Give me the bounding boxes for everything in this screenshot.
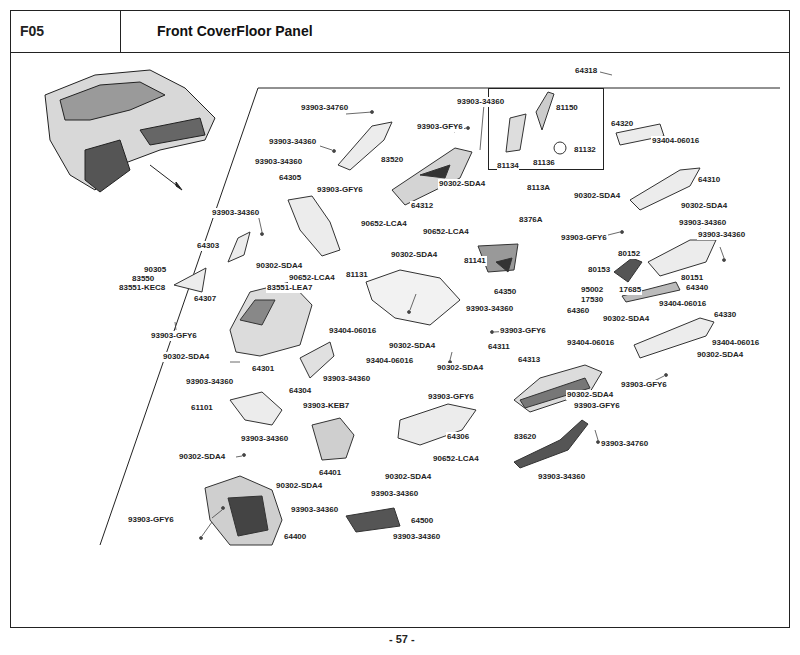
part-number: 90652-LCA4 xyxy=(288,273,336,283)
part-number: 64330 xyxy=(713,310,737,320)
part-number: 93903-GFY6 xyxy=(127,515,175,525)
part-number: 64305 xyxy=(278,173,302,183)
part-number: 90652-LCA4 xyxy=(432,454,480,464)
part-number: 90302-SDA4 xyxy=(255,261,303,271)
view-frame xyxy=(100,88,780,545)
part-number: 93404-06016 xyxy=(365,356,414,366)
section-code-box: F05 xyxy=(10,10,120,52)
part-number: 93903-GFY6 xyxy=(427,392,475,402)
part-number: 93903-34360 xyxy=(678,218,727,228)
part-number: 64500 xyxy=(410,516,434,526)
part-number: 90302-SDA4 xyxy=(696,350,744,360)
part-number: 61101 xyxy=(190,403,214,413)
part-number: 64340 xyxy=(685,283,709,293)
part-number: 64350 xyxy=(493,287,517,297)
part-number: 83551-LEA7 xyxy=(266,283,313,293)
part-number: 64360 xyxy=(566,306,590,316)
part-number: 90302-SDA4 xyxy=(680,201,728,211)
part-number: 93903-34360 xyxy=(290,505,339,515)
part-number: 64301 xyxy=(251,364,275,374)
part-number: 64320 xyxy=(610,119,634,129)
part-number: 90302-SDA4 xyxy=(436,363,484,373)
part-number: 90302-SDA4 xyxy=(388,341,436,351)
part-number: 90302-SDA4 xyxy=(162,352,210,362)
part-number: 93903-GFY6 xyxy=(620,380,668,390)
part-number: 90302-SDA4 xyxy=(573,191,621,201)
part-number: 64318 xyxy=(574,66,598,76)
part-number: 83551-KEC8 xyxy=(118,283,166,293)
part-number: 93903-34360 xyxy=(240,434,289,444)
part-number: 90302-SDA4 xyxy=(566,390,614,400)
part-number: 64310 xyxy=(697,175,721,185)
part-number: 81131 xyxy=(345,270,369,280)
part-number: 90302-SDA4 xyxy=(602,314,650,324)
part-number: 93903-34360 xyxy=(254,157,303,167)
part-number: 80153 xyxy=(587,265,611,275)
part-number: 93903-34360 xyxy=(456,97,505,107)
part-number: 93903-GFY6 xyxy=(560,233,608,243)
part-number: 93903-34360 xyxy=(322,374,371,384)
part-number: 93404-06016 xyxy=(328,326,377,336)
part-number: 93903-34360 xyxy=(211,208,260,218)
part-number: 93903-GFY6 xyxy=(316,185,364,195)
section-code: F05 xyxy=(20,23,44,39)
assembly-group-box: 811508113481136811328113A xyxy=(488,88,604,170)
part-number: 80151 xyxy=(680,273,704,283)
part-number: 93903-34760 xyxy=(300,103,349,113)
part-number: 83520 xyxy=(380,155,404,165)
part-number: 81132 xyxy=(574,145,596,155)
part-number: 8376A xyxy=(518,215,544,225)
part-number: 64311 xyxy=(487,342,511,352)
part-number: 93903-34360 xyxy=(392,532,441,542)
part-number: 81134 xyxy=(497,161,519,171)
page-number: - 57 - xyxy=(388,633,416,646)
part-number: 93903-GFY6 xyxy=(499,326,547,336)
part-number: 83620 xyxy=(513,432,537,442)
part-number: 81141 xyxy=(463,256,487,266)
part-number: 17530 xyxy=(580,295,604,305)
part-number: 64400 xyxy=(283,532,307,542)
part-number: 64303 xyxy=(196,241,220,251)
part-number: 64306 xyxy=(446,432,470,442)
part-number: 8113A xyxy=(527,183,550,193)
part-number: 64307 xyxy=(193,294,217,304)
part-number: 93404-06016 xyxy=(651,136,700,146)
part-number: 64312 xyxy=(410,201,434,211)
part-number: 90652-LCA4 xyxy=(422,227,470,237)
part-number: 81136 xyxy=(533,158,555,168)
part-number: 93903-34360 xyxy=(185,377,234,387)
part-number: 93903-34760 xyxy=(600,439,649,449)
part-number: 64304 xyxy=(288,386,312,396)
part-number: 93903-34360 xyxy=(465,304,514,314)
part-number: 80152 xyxy=(617,249,641,259)
part-number: 81150 xyxy=(556,103,578,113)
part-number: 90302-SDA4 xyxy=(390,250,438,260)
part-number: 93903-GFY6 xyxy=(416,122,464,132)
part-number: 93903-34360 xyxy=(370,489,419,499)
part-number: 93404-06016 xyxy=(566,338,615,348)
part-number: 90302-SDA4 xyxy=(384,472,432,482)
part-number: 93903-34360 xyxy=(537,472,586,482)
part-number: 64401 xyxy=(318,468,342,478)
part-number: 93903-34360 xyxy=(268,137,317,147)
part-number: 95002 xyxy=(580,285,604,295)
assembled-view xyxy=(45,70,215,192)
fasteners xyxy=(175,72,726,540)
part-number: 64313 xyxy=(517,355,541,365)
part-number: 93903-GFY6 xyxy=(573,401,621,411)
part-number: 93903-KEB7 xyxy=(302,401,350,411)
part-number: 93903-GFY6 xyxy=(150,331,198,341)
exploded-parts xyxy=(174,92,716,589)
part-number: 93903-34360 xyxy=(697,230,746,240)
part-number: 90302-SDA4 xyxy=(275,481,323,491)
part-number: 90302-SDA4 xyxy=(178,452,226,462)
part-number: 90302-SDA4 xyxy=(438,179,486,189)
page-title: Front CoverFloor Panel xyxy=(157,23,313,39)
part-number: 17685 xyxy=(618,285,642,295)
part-number: 93404-06016 xyxy=(658,299,707,309)
page-frame xyxy=(11,11,790,628)
part-number: 93404-06016 xyxy=(711,338,760,348)
part-number: 90652-LCA4 xyxy=(360,219,408,229)
